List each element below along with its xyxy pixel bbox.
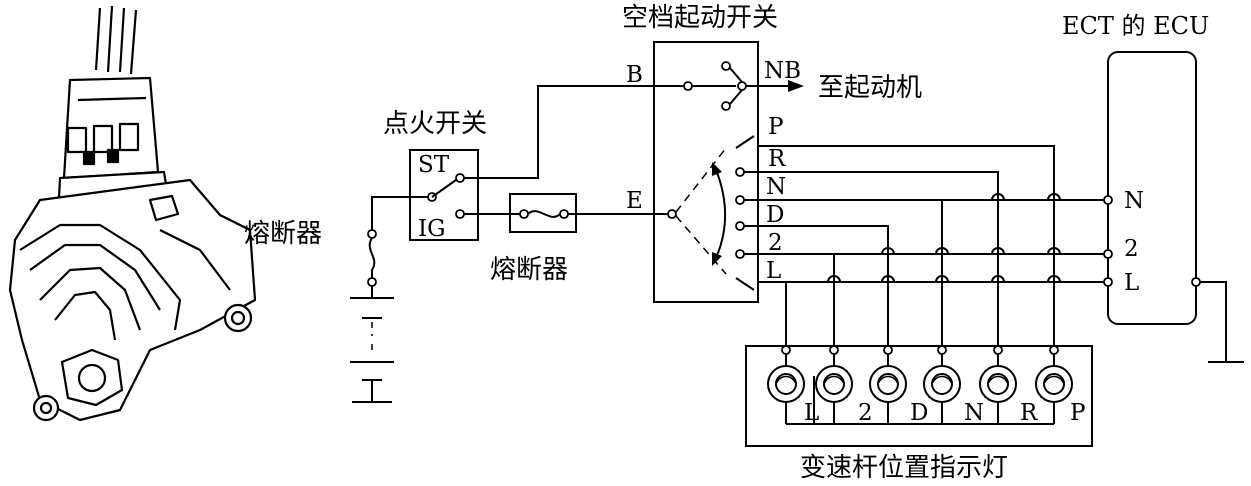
svg-text:P: P [1070,400,1085,426]
neutral-start-switch-label: 空档起动开关 [622,3,778,33]
terminal-e: E [626,188,643,214]
lamp-l: L [767,345,819,426]
ecu-ground-wire [1200,281,1227,362]
svg-text:D: D [910,400,928,426]
ignition-terminal-ig: IG [418,216,445,242]
lamp-d: D [869,345,928,426]
switch-illustration [8,5,257,422]
ignition-switch [409,149,479,241]
svg-text:2: 2 [858,400,873,426]
ignition-terminal-st: ST [418,152,450,178]
svg-text:L: L [804,400,819,426]
wire-st-to-b [464,85,684,179]
terminal-d: D [766,202,784,228]
svg-text:R: R [1020,400,1038,426]
terminal-2: 2 [768,230,783,256]
indicator-lamp-panel [745,345,1093,447]
terminal-b: B [626,62,643,88]
indicator-lamps-label: 变速杆位置指示灯 [800,453,1008,483]
terminal-nb: NB [764,58,801,84]
wire-crossovers [827,193,1061,283]
ecu-box [1107,51,1197,325]
position-contacts [735,135,755,291]
ecu-label: ECT 的 ECU [1062,12,1209,40]
terminal-p: P [768,114,783,140]
terminal-n: N [766,174,786,200]
lamp-2: 2 [815,345,873,426]
battery-circuit [350,196,432,403]
lamp-r: R [979,345,1038,426]
terminal-l: L [766,258,781,284]
ecu-terminal-2: 2 [1124,236,1139,262]
lamp-n: N [923,345,984,426]
svg-text:N: N [964,400,984,426]
ecu-terminal-n: N [1124,188,1144,214]
terminal-r: R [768,146,786,172]
fuse-left-label: 熔断器 [244,219,322,249]
position-wires [744,145,1104,346]
lamp-p: P [1035,345,1085,426]
ecu-terminal-l: L [1124,270,1139,296]
to-starter-label: 至起动机 [818,73,922,103]
fuse-mid-label: 熔断器 [490,255,568,285]
ignition-switch-label: 点火开关 [383,109,487,139]
